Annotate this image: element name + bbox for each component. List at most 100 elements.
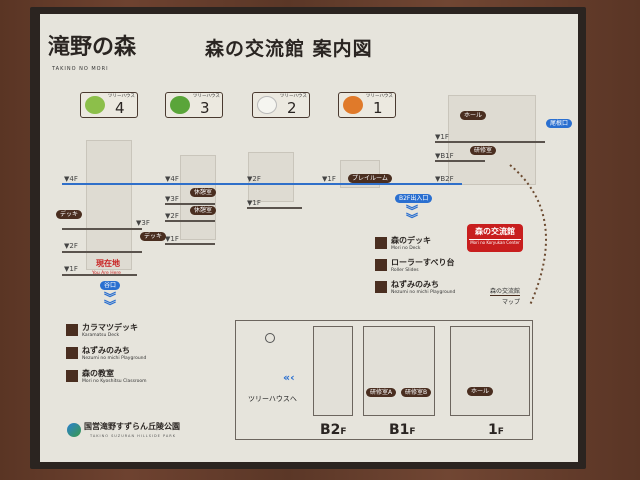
floor-line <box>165 243 215 245</box>
floor-line <box>62 274 137 276</box>
legend-en: Mori no Kyoshitsu Classroom <box>82 379 147 384</box>
compass-icon <box>265 333 275 343</box>
hall-label: ホール <box>460 111 487 120</box>
deck-label: デッキ <box>56 210 83 219</box>
badge-number: 2 <box>287 99 297 117</box>
rest-room-label: 休憩室 <box>190 188 217 197</box>
logo-subtitle: TAKINO NO MORI <box>52 66 109 72</box>
page-title: 森の交流館 案内図 <box>205 38 373 60</box>
level-label: ▼4F <box>64 175 78 183</box>
leaf-icon <box>343 96 363 114</box>
center-map-label-2: マップ <box>502 299 521 306</box>
you-are-here-marker: 現在地 <box>96 259 120 268</box>
legend-jp: ねずみのみち <box>82 346 130 355</box>
level-label: ▼3F <box>165 195 179 203</box>
legend-jp: ねずみのみち <box>391 280 439 289</box>
floor-line <box>62 228 142 230</box>
level-label: ▼1F <box>247 199 261 207</box>
floor-line <box>62 251 142 253</box>
chevron-left-icon: «‹ <box>283 371 295 384</box>
level-label: ▼3F <box>136 219 150 227</box>
floor-label-b2f: B2F <box>320 422 347 438</box>
level-label: ▼1F <box>165 235 179 243</box>
center-name-en: Mori no Koryukan Center <box>469 239 521 245</box>
level-label: ▼1F <box>322 175 336 183</box>
floor-line <box>165 220 215 222</box>
b2f-entrance-label: B2F出入口 <box>395 194 433 203</box>
badge-caption: ツリーハウス <box>108 94 135 99</box>
legend-en: Mori no Deck <box>391 246 421 251</box>
badge-number: 4 <box>115 99 125 117</box>
walking-path <box>509 164 547 306</box>
legend-jp: カラマツデッキ <box>82 323 138 332</box>
floor-line <box>435 141 545 143</box>
badge-caption: ツリーハウス <box>193 94 220 99</box>
flower-icon <box>257 96 277 114</box>
ridge-entrance-label: 尾根口 <box>546 119 573 128</box>
badge-caption: ツリーハウス <box>366 94 393 99</box>
park-name: 国営滝野すずらん丘陵公園 <box>84 422 180 431</box>
treehouse-3-building <box>180 155 216 240</box>
floor-line <box>165 203 215 205</box>
level-label: ▼B1F <box>435 152 454 160</box>
leaf-icon <box>170 96 190 114</box>
level-label: ▼4F <box>165 175 179 183</box>
floor-plan-1f <box>450 326 530 416</box>
center-sign: 森の交流館 Mori no Koryukan Center <box>467 224 523 252</box>
level-label: ▼B2F <box>435 175 454 183</box>
badge-number: 3 <box>200 99 210 117</box>
level-label: ▼2F <box>64 242 78 250</box>
floor-plan-b2f <box>313 326 353 416</box>
legend-en: Karamatsu Deck <box>82 333 120 338</box>
deck-label: デッキ <box>140 232 167 241</box>
floor-line <box>435 160 485 162</box>
legend-jp: 森のデッキ <box>391 236 431 245</box>
chevron-down-icon: ︾︾ <box>405 204 418 226</box>
floor-label-b1f: B1F <box>389 422 416 438</box>
chevron-down-icon: ︾︾ <box>103 291 116 313</box>
training-room-a-label: 研修室A <box>366 388 397 397</box>
level-line-4f <box>62 183 462 185</box>
logo-takino-no-mori: 滝野の森 <box>48 34 137 60</box>
legend-jp: ローラーすべり台 <box>391 258 455 267</box>
badge-number: 1 <box>373 99 383 117</box>
center-name: 森の交流館 <box>475 227 515 236</box>
legend-en: Roller Slides <box>391 268 419 273</box>
to-treehouse-label: ツリーハウスへ <box>248 395 297 403</box>
valley-entrance-label: 谷口 <box>100 281 121 290</box>
rest-room-label: 休憩室 <box>190 206 217 215</box>
center-map-label: 森の交流館 <box>490 288 521 296</box>
you-are-here-en: You Are Here <box>92 271 121 276</box>
hall-label: ホール <box>467 387 494 396</box>
floor-plan-panel <box>235 320 533 440</box>
level-label: ▼1F <box>435 133 449 141</box>
treehouse-4-building <box>86 140 132 270</box>
legend-jp: 森の教室 <box>82 369 114 378</box>
training-room-b-label: 研修室B <box>401 388 432 397</box>
legend-en: Nezumi no michi Playground <box>82 356 147 361</box>
treehouse-2-building <box>248 152 294 202</box>
center-building <box>448 95 536 185</box>
legend-en: Nezumi no michi Playground <box>391 290 456 295</box>
floor-label-1f: 1F <box>488 422 504 438</box>
floor-plan-b1f <box>363 326 435 416</box>
training-room-label: 研修室 <box>470 146 497 155</box>
badge-caption: ツリーハウス <box>280 94 307 99</box>
park-logo-icon <box>67 423 81 437</box>
leaf-icon <box>85 96 105 114</box>
floor-line <box>247 207 302 209</box>
level-label: ▼2F <box>247 175 261 183</box>
level-label: ▼1F <box>64 265 78 273</box>
